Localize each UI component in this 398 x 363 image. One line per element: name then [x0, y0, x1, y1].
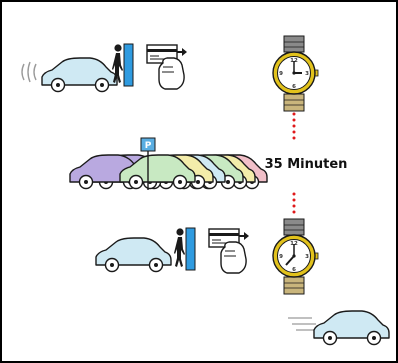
- clock-numeral: 6: [292, 84, 296, 90]
- parked-cars-row-icon: [70, 155, 267, 189]
- clock-numeral: 3: [305, 71, 309, 77]
- clock-numeral: 9: [279, 71, 283, 77]
- clock-numeral: 9: [279, 254, 283, 260]
- parking-sign-letter: P: [145, 141, 152, 151]
- clock-numeral: 6: [292, 267, 296, 273]
- duration-label: 35 Minuten: [265, 157, 348, 172]
- clock-numeral: 3: [305, 254, 309, 260]
